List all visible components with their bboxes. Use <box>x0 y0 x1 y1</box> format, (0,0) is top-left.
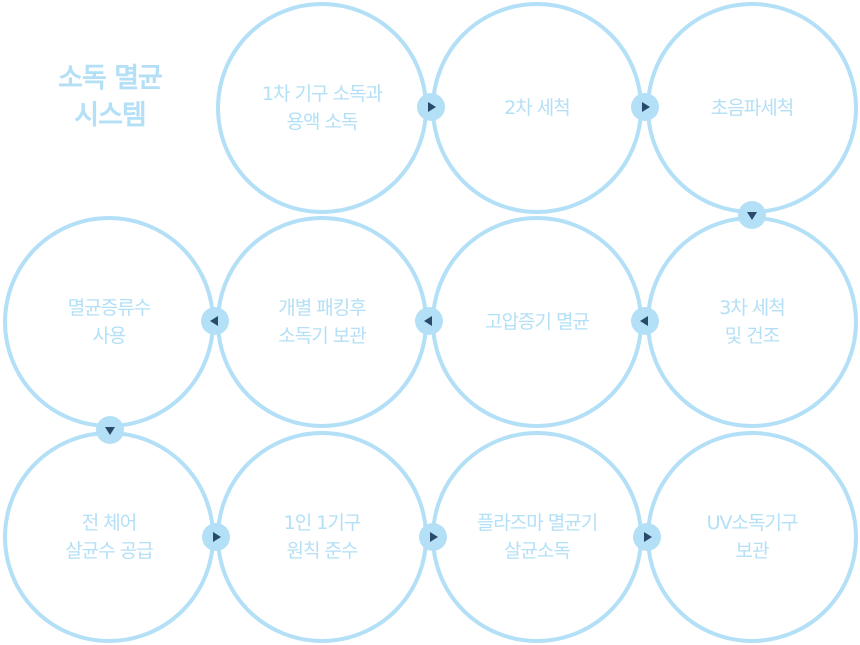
step-label: 3차 세척 및 건조 <box>719 297 786 347</box>
play-left-icon <box>631 307 659 335</box>
step-label: 2차 세척 <box>504 97 571 119</box>
step-circle: 3차 세척 및 건조 <box>646 216 858 428</box>
step-label: 초음파세척 <box>710 97 794 119</box>
step-circle: UV소독기구 보관 <box>646 431 858 643</box>
step-circle: 1차 기구 소독과 용액 소독 <box>216 2 428 214</box>
step-label: 플라즈마 멸균기 살균소독 <box>476 512 598 562</box>
step-circle: 플라즈마 멸균기 살균소독 <box>431 431 643 643</box>
play-left-icon <box>415 307 443 335</box>
play-down-icon <box>738 201 766 229</box>
step-circle: 초음파세척 <box>646 2 858 214</box>
step-label: 멸균증류수 사용 <box>67 297 151 347</box>
play-right-icon <box>631 93 659 121</box>
step-label: 1인 1기구 원칙 준수 <box>283 512 362 562</box>
play-right-icon <box>417 93 445 121</box>
diagram-title: 소독 멸균 시스템 <box>58 63 163 131</box>
step-circle: 2차 세척 <box>431 2 643 214</box>
step-label: 고압증기 멸균 <box>485 311 590 333</box>
step-label: 전 체어 살균수 공급 <box>65 512 153 562</box>
step-circle: 멸균증류수 사용 <box>3 216 215 428</box>
step-circle: 개별 패킹후 소독기 보관 <box>216 216 428 428</box>
step-label: 1차 기구 소독과 용액 소독 <box>261 83 383 133</box>
play-right-icon <box>633 523 661 551</box>
step-circle: 고압증기 멸균 <box>431 216 643 428</box>
step-circle: 전 체어 살균수 공급 <box>3 431 215 643</box>
step-circle: 1인 1기구 원칙 준수 <box>216 431 428 643</box>
play-left-icon <box>201 307 229 335</box>
step-label: UV소독기구 보관 <box>706 512 799 562</box>
play-right-icon <box>419 523 447 551</box>
play-down-icon <box>96 416 124 444</box>
play-right-icon <box>202 523 230 551</box>
step-label: 개별 패킹후 소독기 보관 <box>278 297 366 347</box>
